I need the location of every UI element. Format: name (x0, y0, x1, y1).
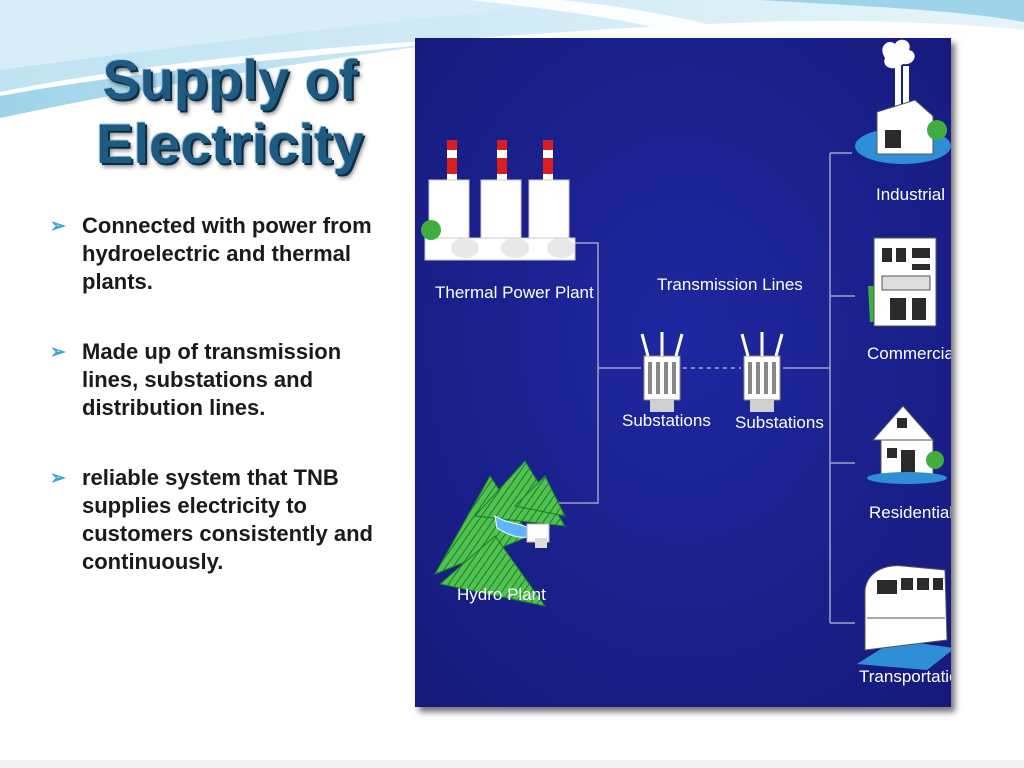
electricity-supply-diagram: Thermal Power Plant Transmission Lines S… (415, 38, 951, 707)
office-building-icon (868, 237, 937, 327)
hydro-plant-icon (433, 460, 566, 607)
thermal-plant-label: Thermal Power Plant (435, 283, 594, 302)
bullet-text: Made up of transmission lines, substatio… (82, 339, 342, 420)
substation-label: Substations (622, 411, 711, 430)
connection-lines (545, 152, 855, 624)
bullet-text: reliable system that TNB supplies electr… (82, 465, 373, 574)
hydro-plant-label: Hydro Plant (457, 585, 546, 604)
transformer-icon (640, 332, 684, 412)
substation-label: Substations (735, 413, 824, 432)
train-icon (857, 565, 951, 670)
title-line-1: Supply of (102, 48, 358, 111)
transformer-icon (740, 332, 784, 412)
industrial-label: Industrial (876, 185, 945, 204)
factory-icon (855, 39, 951, 164)
arrow-bullet-icon: ➢ (50, 216, 66, 237)
residential-label: Residential (869, 503, 951, 522)
transmission-lines-label: Transmission Lines (657, 275, 803, 294)
thermal-plant-icon (421, 140, 576, 261)
bullet-list: ➢ Connected with power from hydroelectri… (48, 212, 393, 618)
house-icon (867, 405, 947, 484)
bullet-text: Connected with power from hydroelectric … (82, 213, 372, 294)
title-line-2: Electricity (96, 112, 364, 175)
bullet-item: ➢ Connected with power from hydroelectri… (48, 212, 393, 296)
slide-title: Supply of Electricity (60, 48, 400, 176)
transportation-label: Transportation (859, 667, 951, 686)
bullet-item: ➢ Made up of transmission lines, substat… (48, 338, 393, 422)
commercial-label: Commercial (867, 344, 951, 363)
bullet-item: ➢ reliable system that TNB supplies elec… (48, 464, 393, 576)
arrow-bullet-icon: ➢ (50, 468, 66, 489)
arrow-bullet-icon: ➢ (50, 342, 66, 363)
